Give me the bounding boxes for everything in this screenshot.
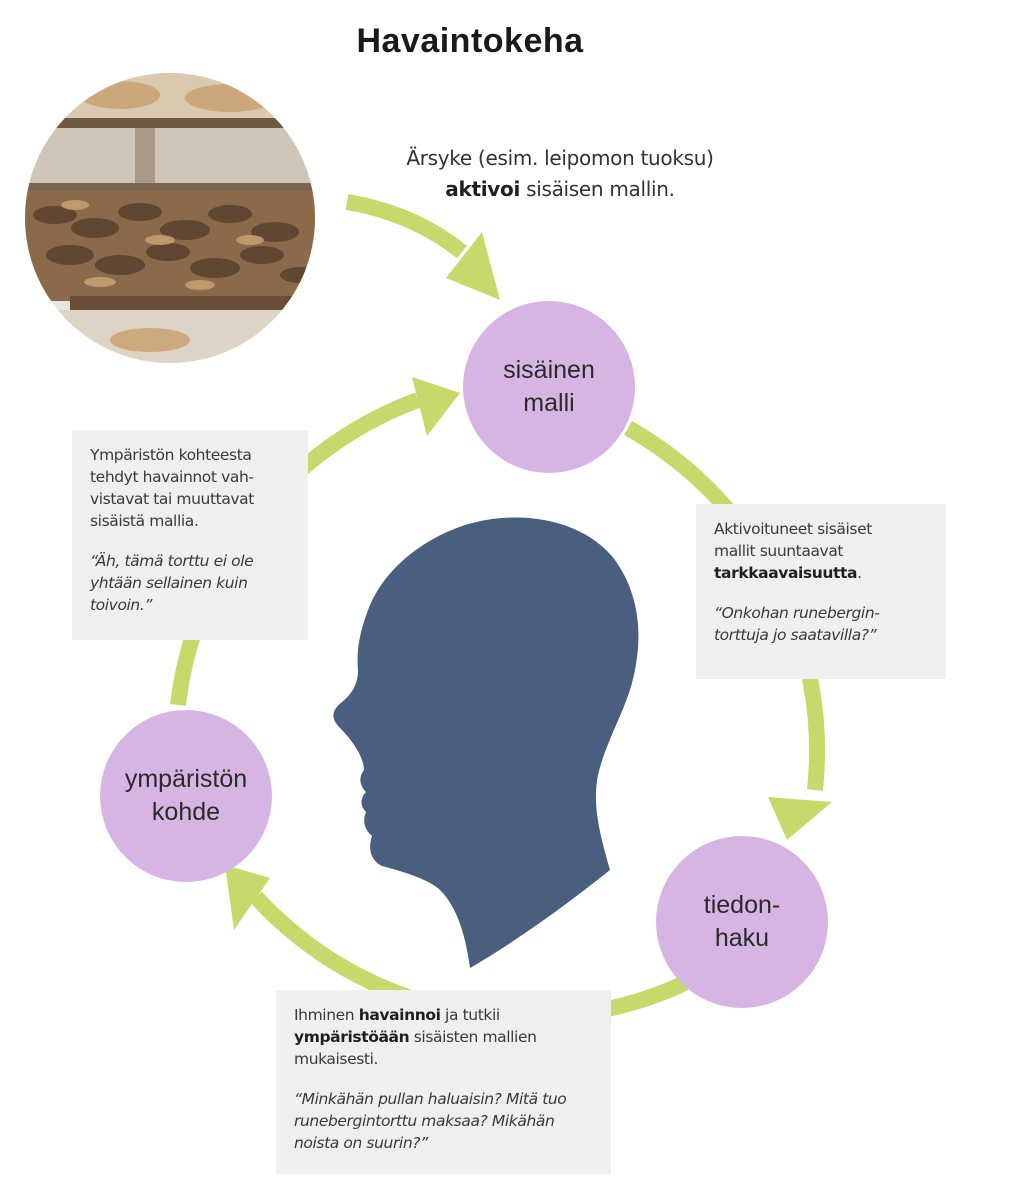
- node-label-line: ympäristön: [124, 765, 248, 793]
- stimulus-rest: sisäisen mallin.: [520, 177, 675, 201]
- node-label-line: haku: [714, 924, 770, 952]
- quote-line: noista on suurin?”: [294, 1134, 428, 1152]
- node-label-line: sisäinen: [503, 356, 595, 384]
- node-label-line: kohde: [151, 798, 221, 826]
- cycle-arrowheads: [225, 377, 832, 930]
- node-label-line: tiedon-: [703, 891, 781, 919]
- quote-line: toivoin.”: [90, 596, 153, 614]
- box-text: sisäisten mallien: [409, 1028, 537, 1046]
- bold-term: ympäristöään: [294, 1028, 410, 1046]
- info-box-attention: Aktivoituneet sisäiset mallit suuntaavat…: [696, 504, 946, 679]
- box-quote: “Onkohan runebergin- torttuja jo saatavi…: [714, 602, 928, 646]
- bakery-photo: [25, 73, 315, 363]
- box-line: vistavat tai muuttavat: [90, 490, 254, 508]
- bold-term: havainnoi: [358, 1006, 441, 1024]
- node-environment-object: ympäristön kohde: [100, 710, 272, 882]
- box-text: ja tutkii: [440, 1006, 500, 1024]
- node-internal-model: sisäinen malli: [463, 301, 635, 473]
- quote-line: runebergintorttu maksaa? Mikähän: [294, 1112, 555, 1130]
- quote-line: “Minkähän pullan haluaisin? Mitä tuo: [294, 1090, 567, 1108]
- stimulus-line-1: Ärsyke (esim. leipomon tuoksu): [406, 146, 714, 170]
- quote-line: torttuja jo saatavilla?”: [714, 626, 877, 644]
- head-silhouette: [333, 517, 639, 968]
- quote-line: “Onkohan runebergin-: [714, 604, 880, 622]
- box-quote: “Minkähän pullan haluaisin? Mitä tuo run…: [294, 1088, 593, 1154]
- bold-term: tarkkaavaisuutta: [714, 564, 858, 582]
- stimulus-line-2: aktivoi sisäisen mallin.: [360, 174, 760, 205]
- quote-line: yhtään sellainen kuin: [90, 574, 248, 592]
- box-line: Ympäristön kohteesta: [90, 446, 252, 464]
- box-line: Ihminen havainnoi ja tutkii: [294, 1004, 593, 1026]
- info-box-observations: Ympäristön kohteesta tehdyt havainnot va…: [72, 430, 308, 640]
- diagram-title: Havaintokeha: [356, 22, 584, 60]
- box-line: mallit suuntaavat: [714, 542, 844, 560]
- box-line: ympäristöään sisäisten mallien: [294, 1026, 593, 1048]
- quote-line: “Äh, tämä torttu ei ole: [90, 552, 254, 570]
- box-line: tehdyt havainnot vah-: [90, 468, 254, 486]
- box-line: tarkkaavaisuutta.: [714, 562, 928, 584]
- box-quote: “Äh, tämä torttu ei ole yhtään sellainen…: [90, 550, 290, 616]
- box-text: .: [857, 564, 862, 582]
- box-line: Aktivoituneet sisäiset: [714, 520, 872, 538]
- node-information-search: tiedon- haku: [656, 836, 828, 1008]
- stimulus-arrow: [345, 194, 500, 300]
- box-text: Ihminen: [294, 1006, 359, 1024]
- stimulus-text: Ärsyke (esim. leipomon tuoksu) aktivoi s…: [360, 143, 760, 205]
- box-line: mukaisesti.: [294, 1050, 379, 1068]
- stimulus-bold: aktivoi: [445, 177, 521, 201]
- node-label-line: malli: [523, 389, 575, 417]
- box-line: sisäistä mallia.: [90, 512, 199, 530]
- info-box-exploration: Ihminen havainnoi ja tutkii ympäristöään…: [276, 990, 611, 1174]
